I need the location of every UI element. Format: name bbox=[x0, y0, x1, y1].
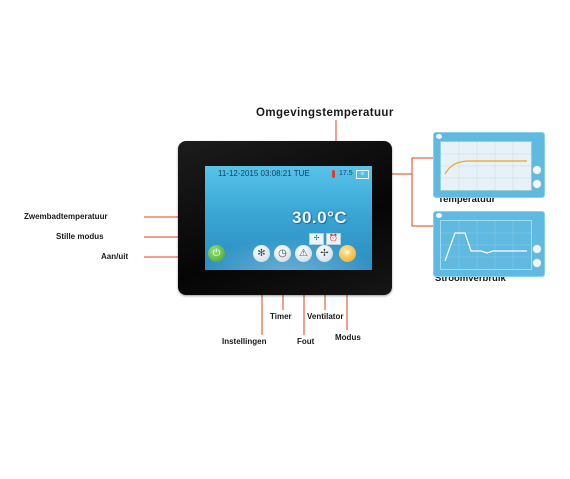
zoom-out-icon bbox=[532, 258, 542, 268]
gear-icon: ✻ bbox=[257, 247, 266, 259]
datetime-display: 11-12-2015 03:08:21 TUE bbox=[218, 169, 310, 178]
thermometer-icon bbox=[332, 170, 335, 178]
back-icon bbox=[436, 134, 442, 139]
temperature-chart-plot bbox=[440, 141, 532, 191]
zoom-out-icon bbox=[532, 179, 542, 189]
sun-icon: ☀ bbox=[343, 247, 352, 259]
temperature-chart-panel bbox=[433, 132, 545, 198]
silent-fan-icon: ✢ bbox=[309, 233, 324, 245]
fan-button[interactable]: ✢ bbox=[316, 245, 333, 262]
silent-alarm-clock-icon: ⏰ bbox=[326, 233, 341, 245]
power-chart-panel bbox=[433, 211, 545, 277]
label-silent-mode: Stille modus bbox=[56, 232, 104, 241]
back-icon bbox=[436, 213, 442, 218]
label-fault: Fout bbox=[297, 337, 315, 346]
clock-icon: ◷ bbox=[278, 247, 287, 259]
power-icon: ⏻ bbox=[212, 247, 221, 259]
power-chart-svg bbox=[441, 221, 531, 269]
line-charts-2 bbox=[411, 174, 433, 227]
label-pool-temperature: Zwembadtemperatuur bbox=[24, 212, 108, 221]
ambient-temperature-value: 17.5 bbox=[339, 170, 353, 177]
label-on-off: Aan/uit bbox=[101, 252, 129, 261]
label-power-chart: Stroomverbruik bbox=[435, 273, 506, 284]
settings-button[interactable]: ✻ bbox=[253, 245, 270, 262]
label-settings: Instellingen bbox=[222, 337, 267, 346]
power-chart-plot bbox=[440, 220, 532, 270]
wifi-icon: ≋ bbox=[356, 170, 369, 179]
label-fan: Ventilator bbox=[307, 312, 344, 321]
mode-button[interactable]: ☀ bbox=[339, 245, 356, 262]
power-button[interactable]: ⏻ bbox=[208, 245, 225, 262]
fan-icon: ✢ bbox=[320, 247, 329, 259]
fault-button[interactable]: ⚠ bbox=[295, 245, 312, 262]
pool-temperature-value: 30.0°C bbox=[292, 208, 348, 227]
power-curve bbox=[444, 232, 527, 262]
label-ambient-temperature: Omgevingstemperatuur bbox=[256, 107, 394, 119]
label-mode: Modus bbox=[335, 333, 361, 342]
warning-icon: ⚠ bbox=[299, 247, 308, 259]
temperature-chart-svg bbox=[441, 142, 531, 190]
zoom-in-icon bbox=[532, 244, 542, 254]
zoom-in-icon bbox=[532, 165, 542, 175]
label-timer: Timer bbox=[270, 312, 292, 321]
temperature-curve bbox=[444, 160, 527, 175]
timer-button[interactable]: ◷ bbox=[274, 245, 291, 262]
label-temperature-chart: Temperatuur bbox=[438, 194, 496, 205]
